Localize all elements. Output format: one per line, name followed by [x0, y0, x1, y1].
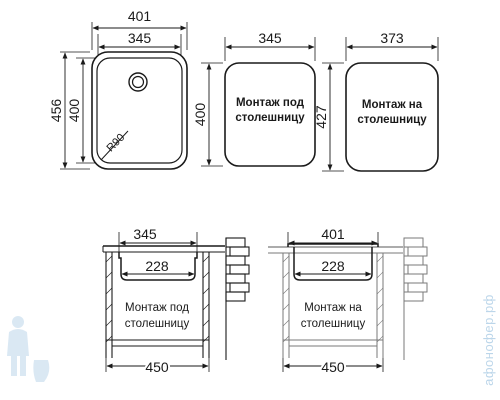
overmount-section-view: Монтаж на столешницу 401 228 450: [268, 224, 428, 377]
dim-undermount-top-width: 345: [133, 226, 157, 242]
cabinet-section-right: [282, 253, 384, 358]
cabinet-section: [105, 252, 210, 358]
overmount-label-line2: столешницу: [357, 114, 427, 126]
overmount-cutout-outline: [345, 62, 439, 172]
dim-undermount-width: 345: [258, 30, 282, 46]
undermount-label-line1: Монтаж под: [236, 97, 305, 109]
undermount-section-label-line1: Монтаж под: [125, 302, 189, 314]
cabinet-hatching-right: [282, 255, 384, 343]
dim-undermount-bowl-width: 228: [145, 258, 169, 274]
dim-overmount-width: 373: [380, 30, 404, 46]
overmount-label-line1: Монтаж на: [362, 99, 423, 111]
dim-overmount-top-width: 401: [321, 226, 345, 242]
undermount-cutout-template: Монтаж под столешницу 345 400: [192, 30, 316, 167]
dim-undermount-height: 400: [192, 103, 208, 127]
watermark-text: афонофер.рф: [481, 294, 496, 386]
overmount-section-label-line1: Монтаж на: [304, 302, 362, 314]
dim-overmount-height: 427: [313, 105, 329, 129]
overmount-section-label-line2: столешницу: [301, 318, 366, 330]
cabinet-hatching: [105, 255, 210, 343]
undermount-label-line2: столешницу: [235, 112, 305, 124]
dim-width-inner: 345: [128, 30, 152, 46]
sink-plan-view: R90 401 345 456 400: [48, 8, 188, 170]
dim-width-outer: 401: [128, 8, 152, 24]
undermount-section-view: Монтаж под столешницу 345 228 450: [102, 226, 250, 377]
dim-height-outer: 456: [48, 99, 64, 123]
dim-undermount-cabinet-width: 450: [145, 359, 169, 375]
undermount-cutout-outline: [224, 62, 316, 167]
plumber-mascot-icon: [7, 316, 50, 382]
dim-overmount-bowl-width: 228: [321, 258, 345, 274]
dim-height-inner: 400: [66, 99, 82, 123]
sink-bowl-section: [118, 252, 198, 281]
wall-bricks-left: [225, 237, 250, 360]
sink-outer-rim: [91, 51, 188, 170]
undermount-section-label-line2: столешницу: [125, 318, 190, 330]
wall-bricks-right: [403, 237, 428, 360]
overmount-cutout-template: Монтаж на столешницу 373 427: [313, 30, 439, 172]
sink-inner-bowl: [96, 57, 183, 164]
dim-overmount-cabinet-width: 450: [321, 359, 345, 375]
drain-icon: [128, 72, 148, 92]
radius-leader-line: [100, 130, 129, 161]
